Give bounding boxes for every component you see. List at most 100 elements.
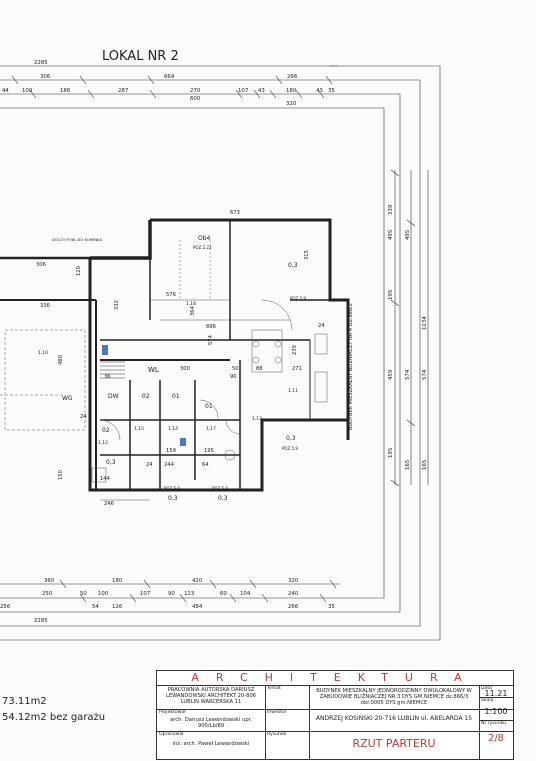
dim-label: 44 [2,88,9,94]
room-number: 1,11 [288,388,298,394]
room-tag: Ob4 [198,235,211,242]
dim-label: 195 [204,448,214,454]
dim-label: 256 [0,604,11,610]
dim-label: 315 [304,250,310,260]
dim-label: 120 [76,266,82,276]
dim-label: 239 [292,345,298,355]
title-block-header: ARCHITEKTURA [157,671,513,686]
top-dimensions: 2285 306 664 266 186 287 270 600 107 43 … [2,60,335,107]
room-tag: 0,3 [288,262,298,269]
dim-label: 495 [405,230,411,240]
dim-label: 320 [286,101,297,107]
room-tag: 0,3 [106,459,116,466]
room-tag: DW [108,393,119,400]
divider [479,720,513,721]
room-tag: 01 [172,393,180,400]
area-total: 73.11m2 [2,696,47,707]
temat-label: Temat [267,686,281,691]
room-number: 1,12 [98,440,108,446]
dim-label: 88 [256,366,263,372]
dim-label: 673 [230,210,240,216]
poz-label: POZ.5.9 [290,296,306,301]
dim-label: 165 [405,460,411,470]
investor-value: ANDRZEJ KOSIŃSKI 20-716 LUBLIN ul. ABELA… [315,715,473,722]
dim-label: 271 [292,366,302,372]
dim-label: 266 [288,604,299,610]
room-tag: 0,3 [286,435,296,442]
dim-label: 332 [114,300,120,310]
dim-label: 64 [202,462,209,468]
dim-label: 60 [220,591,227,597]
fixture-marker [102,345,108,355]
interior-lines [0,240,328,501]
dim-label: 574 [208,334,214,345]
dim-label: 576 [166,292,176,298]
title-block: ARCHITEKTURA PRACOWNIA AUTORSKA DARIUSZ … [156,670,514,760]
room-number: 1,14 [168,426,178,432]
dim-label: 306 [36,262,46,268]
dim-label: 360 [44,578,55,584]
dim-label: 1234 [422,316,428,330]
dim-label: 50 [80,591,87,597]
room-tag: 02 [142,393,150,400]
dim-label: 339 [388,204,394,215]
fixture-marker [180,438,186,446]
room-tag: WL [148,366,159,374]
dim-label: 100 [98,591,109,597]
dim-label: 36 [104,374,111,380]
dim-label: 287 [118,88,128,94]
dim-label: 480 [58,355,64,365]
dim-label: 144 [100,476,111,482]
dim-label: 195 [388,290,394,300]
designer-label: Projektował [159,710,186,715]
dim-label: 150 [58,470,64,480]
room-number: 1,10 [38,350,48,356]
room-tag: 0,3 [218,495,228,502]
dim-label: 165 [422,460,428,470]
dim-label: 43 [258,88,265,94]
poz-label: POZ.2.23 [193,245,212,250]
dim-label: 320 [288,578,299,584]
dim-label: 600 [190,96,201,102]
dim-label: 126 [112,604,123,610]
dim-label: 107 [238,88,248,94]
dim-label: 664 [164,74,175,80]
divider [157,731,513,732]
dim-label: 336 [40,303,50,309]
dim-label: 35 [328,88,335,94]
plan-title: LOKAL NR 2 [102,49,179,64]
room-number: 1,13 [252,416,262,422]
divider [479,685,480,759]
poz-label: POZ.5.9 [212,486,228,491]
dim-label: 270 [190,88,201,94]
dim-label: 24 [146,462,153,468]
date-label: Data [481,686,492,691]
drawing-number: 2/8 [487,733,505,744]
stair-hatch [100,361,125,379]
room-number: 1,15 [134,426,144,432]
drawing-title: RZUT PARTERU [352,737,436,750]
dim-label: 159 [166,448,176,454]
dim-label: 54 [92,604,99,610]
dim-label: 104 [240,591,251,597]
investor-label: Inwestor [267,710,287,715]
dim-label: 459 [388,369,394,380]
dim-label: 2285 [34,60,48,66]
dim-label: 250 [42,591,53,597]
floor-plan: LOKAL NR 2 2285 306 664 266 186 287 270 … [0,49,441,641]
dim-label: 574 [405,369,411,380]
dim-label: 180 [112,578,123,584]
dim-label: 420 [192,578,203,584]
divider [309,685,310,759]
dim-label: 484 [192,604,203,610]
scale-label: Skala [481,698,494,703]
dim-label: 306 [40,74,51,80]
drawing-label: Rysunek [267,732,287,737]
dim-label: 50 [232,366,239,372]
room-tag: WG [62,395,73,402]
dim-label: 43 [316,88,323,94]
dim-label: 244 [164,462,175,468]
adjacent-building-label: BUDYNEK MIESZKALNY BLIŹNIACZY NR 4 DZ.86… [346,303,354,430]
date-value: 11.21 [484,689,508,698]
dim-label: 300 [180,366,190,372]
